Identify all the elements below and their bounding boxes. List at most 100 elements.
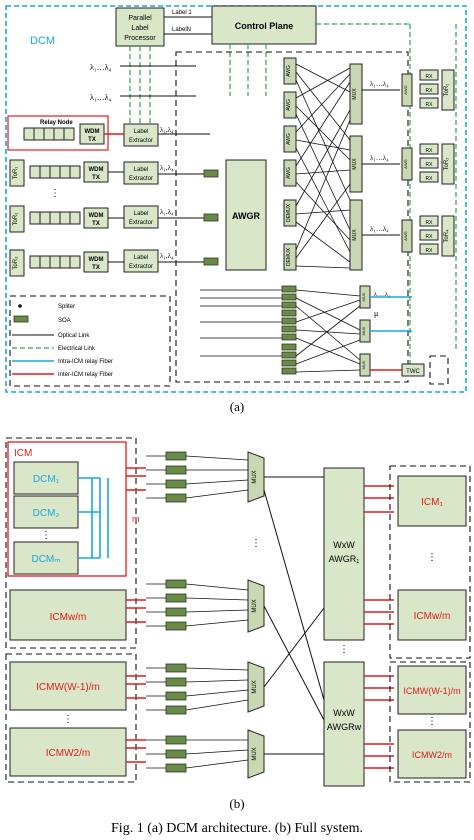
icm-w2-label: ICMW2/m — [46, 748, 90, 759]
lambda-le-4: λ₁,λ₄ — [160, 252, 174, 260]
tor-1-box — [9, 159, 25, 187]
icm-r-2-box — [397, 589, 467, 641]
legend-inter: Inter-ICM relay Fiber — [58, 372, 113, 378]
rx-1c: RX — [426, 102, 434, 108]
plp-line3: Processor — [124, 35, 156, 42]
lambda-out-1: λ₁…λ₄ — [370, 80, 389, 88]
le-3-l1: Label — [134, 211, 149, 217]
mu-label: μ — [374, 309, 378, 318]
mux-a-2: MUX — [352, 158, 358, 170]
icm-r-1-box — [397, 475, 467, 527]
label-extractor-2: Label Extractor — [123, 161, 159, 185]
awgr-a-label: AWGR — [232, 211, 260, 221]
rx-2a: RX — [426, 148, 434, 154]
awg-l-4: AWG — [286, 167, 292, 179]
intra-relay-links — [78, 477, 109, 559]
wdm-tx-3-l1: WDM — [89, 213, 104, 219]
awgr-ellipsis: ⋮ — [339, 644, 349, 655]
icm-w-w1-box — [9, 661, 127, 711]
mux-b-4 — [247, 729, 265, 779]
icm-right-group-top — [389, 465, 471, 659]
tor-row-1: ToR₁ — [9, 159, 81, 187]
dcm-m-label: DCMₘ — [31, 554, 60, 565]
le-4-l1: Label — [134, 255, 149, 261]
tor-2-label: ToR₂ — [13, 212, 19, 226]
twc-label: TWC — [406, 369, 420, 375]
rx-group-2: AWG RX RX RX ToR₂ — [401, 143, 455, 185]
plp-line2: Label — [131, 25, 149, 32]
icm-wm-label: ICMw/m — [50, 612, 87, 623]
legend-optical: Optical Link — [58, 333, 90, 339]
label-extractor-1: Label Extractor — [123, 123, 159, 147]
awg-column-left: AWG AWG AWG AWG DEMUX DEMUX — [283, 57, 297, 271]
tor-row-3: ToR₃ — [9, 249, 81, 277]
label1-text: Label 1 — [172, 10, 192, 16]
lambda-out-3: λ₁…λ₄ — [370, 225, 389, 233]
diagram-a: DCM Parallel Label Processor Label 1 Lab… — [5, 5, 467, 414]
awgr-b-1-l2: AWGR₁ — [329, 554, 360, 564]
mux-b-2-label: MUX — [252, 599, 258, 612]
icm-red-label: ICM — [14, 448, 32, 459]
awgr-b-2-l1: WxW — [333, 708, 355, 718]
rx-3b: RX — [426, 234, 434, 240]
relay-mesh — [200, 289, 361, 373]
rx-tor-3: ToR₄ — [444, 229, 450, 243]
wdm-tx-3-l2: TX — [92, 221, 100, 227]
legend-frame — [9, 295, 171, 387]
icm-group-top — [5, 437, 137, 649]
tor-row-2: ToR₂ — [9, 205, 81, 233]
rx-1b: RX — [426, 88, 434, 94]
dcm-border — [5, 5, 467, 393]
icm-r-ellipsis-2: ⋮ — [427, 716, 437, 727]
mux-a-1: MUX — [352, 88, 358, 100]
awg-l-1: AWG — [286, 65, 292, 77]
dcm-1-label: DCM₁ — [33, 474, 60, 485]
soa-column-b — [165, 451, 187, 773]
soa-in-lines-b — [146, 455, 249, 769]
crossing-mesh-a — [295, 63, 351, 269]
soa-in-1 — [203, 169, 219, 178]
switch-fabric-region — [175, 51, 409, 383]
dcm-ellipsis: ⋮ — [41, 530, 51, 541]
icm-wm-box — [9, 589, 127, 641]
dcm-2-box — [13, 495, 79, 529]
relay-node-label: Relay Node — [40, 120, 73, 126]
awg-l-2: AWG — [286, 99, 292, 111]
lambda-top-1: λ₁…λ₄ — [90, 63, 112, 72]
le-3-l2: Extractor — [129, 220, 153, 226]
legend-splitter: Spliter — [58, 304, 75, 310]
twc-output-region — [429, 355, 449, 385]
rx-3c: RX — [426, 248, 434, 254]
wdm-tx-2: WDM TX — [83, 161, 109, 183]
icm-r-4-label: ICMW2/m — [412, 750, 452, 760]
relay-node-queue — [23, 127, 75, 141]
relay-mux-2: MUX — [361, 326, 366, 335]
right-red-arrows — [364, 485, 394, 769]
legend-electrical: Electrical Link — [58, 346, 96, 352]
dcm-m-box — [13, 541, 79, 575]
relay-node-frame — [7, 115, 109, 151]
rx-tor-1: ToR₁ — [444, 84, 450, 97]
icm-r-4-box — [397, 729, 467, 779]
control-plane — [211, 5, 317, 45]
wdm-tx-3: WDM TX — [83, 207, 109, 229]
relay-mux-1: MUX — [361, 292, 366, 301]
soa-in-3 — [203, 257, 219, 266]
labeln-text: LabelN — [172, 27, 191, 33]
mux-b-ellipsis: ⋮ — [251, 538, 261, 549]
legend: Spliter SOA Optical Link Electrical Link… — [12, 304, 113, 378]
rx-tor-2: ToR₂ — [444, 157, 450, 171]
label-extractor-3: Label Extractor — [123, 205, 159, 229]
mux-a-3: MUX — [352, 229, 358, 241]
wdm-tx-2-l2: TX — [92, 175, 100, 181]
icm-group-bottom — [5, 653, 137, 783]
demux-l-2: DEMUX — [286, 247, 292, 266]
awgr-b-1-l1: WxW — [333, 540, 355, 550]
icm-r-2-label: ICMw/m — [414, 611, 451, 622]
wdm-tx-4-l2: TX — [92, 265, 100, 271]
awgr-b-2 — [323, 661, 365, 787]
icm-w-w1-label: ICMW(W-1)/m — [36, 682, 100, 693]
icm-right-group-bottom — [389, 661, 471, 783]
icm-w2-box — [9, 727, 127, 777]
mux-b-4-label: MUX — [252, 747, 258, 760]
